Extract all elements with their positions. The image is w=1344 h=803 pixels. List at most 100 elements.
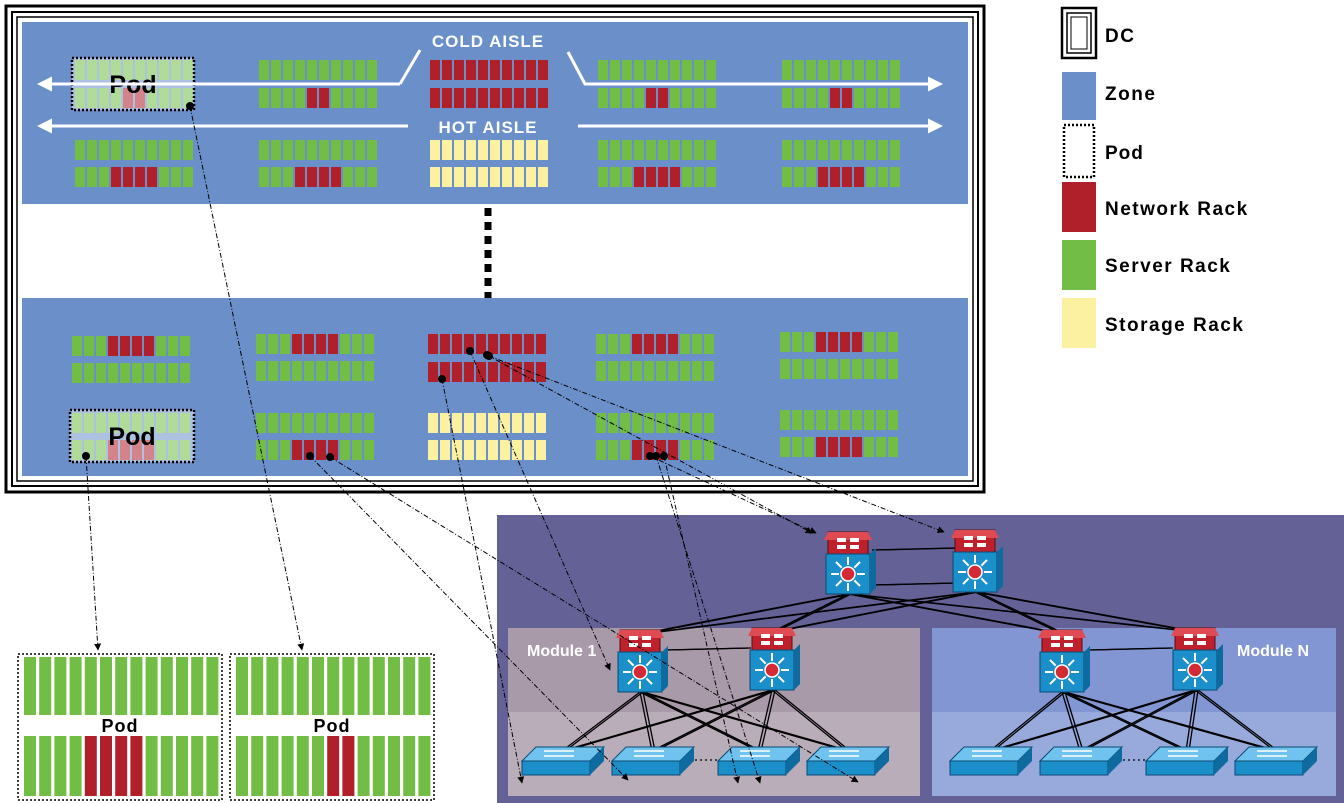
rack (692, 334, 702, 354)
rack (610, 167, 620, 187)
rack (888, 437, 898, 457)
multilayer-switch (616, 629, 668, 693)
rack (888, 410, 898, 430)
rack (418, 736, 431, 796)
rack (538, 167, 548, 187)
rack (536, 362, 546, 382)
rack-row (75, 60, 193, 80)
rack (352, 361, 362, 381)
rack (191, 657, 204, 715)
rack (147, 60, 157, 80)
rack (682, 88, 692, 108)
rack (818, 60, 828, 80)
rack (706, 88, 716, 108)
rack (622, 60, 632, 80)
rack (364, 440, 374, 460)
rack-row (598, 88, 716, 108)
rack (598, 140, 608, 160)
hot-aisle-label: HOT AISLE (438, 118, 537, 137)
rack (256, 361, 266, 381)
rack (692, 440, 702, 460)
rack (816, 437, 826, 457)
rack (806, 60, 816, 80)
rack (454, 88, 464, 108)
rack-row (428, 334, 546, 354)
rack (428, 440, 438, 460)
network-link (1061, 691, 1081, 752)
network-link (989, 689, 1196, 752)
network-link (1079, 689, 1196, 752)
network-link (1064, 691, 1279, 752)
rack-row (256, 334, 374, 354)
rack (304, 361, 314, 381)
rack (357, 657, 370, 715)
rack (646, 140, 656, 160)
network-link (639, 691, 848, 752)
rack (476, 362, 486, 382)
rack (852, 410, 862, 430)
rack (72, 440, 82, 460)
rack (180, 413, 190, 433)
rack (120, 413, 130, 433)
rack (464, 334, 474, 354)
rack (251, 657, 264, 715)
multilayer-switch (951, 529, 1003, 593)
rack (780, 410, 790, 430)
rack (183, 140, 193, 160)
access-switch (948, 746, 1034, 776)
rack (706, 60, 716, 80)
rack (538, 88, 548, 108)
rack (794, 140, 804, 160)
rack (316, 334, 326, 354)
rack (271, 167, 281, 187)
multilayer-switch (748, 627, 800, 691)
rack (319, 60, 329, 80)
rack (236, 657, 248, 715)
rack (135, 88, 145, 108)
rack (280, 440, 290, 460)
rack (159, 140, 169, 160)
rack (780, 332, 790, 352)
rack (682, 60, 692, 80)
access-switch (610, 746, 696, 776)
rack (428, 362, 438, 382)
rack (490, 88, 500, 108)
rack (526, 167, 536, 187)
rack (342, 736, 355, 796)
rack-row (256, 413, 374, 433)
rack (670, 167, 680, 187)
rack (842, 167, 852, 187)
rack (864, 410, 874, 430)
rack (794, 88, 804, 108)
rack (502, 140, 512, 160)
rack (281, 657, 294, 715)
rack (340, 413, 350, 433)
network-link (1082, 689, 1199, 752)
legend: DC Zone Pod Network Rack Server Rack Sto… (1060, 6, 1247, 348)
rack (890, 140, 900, 160)
rack (620, 361, 630, 381)
leader-line (329, 456, 859, 783)
legend-dc-swatch (1060, 6, 1098, 60)
rack (108, 440, 118, 460)
rack (266, 657, 279, 715)
rack (524, 440, 534, 460)
leader-line (663, 455, 741, 784)
rack (864, 359, 874, 379)
rack (75, 140, 85, 160)
network-link (850, 593, 1199, 633)
rack (452, 362, 462, 382)
rack (670, 88, 680, 108)
rack (658, 60, 668, 80)
rack (120, 363, 130, 383)
rack (488, 413, 498, 433)
rack (632, 334, 642, 354)
rack (307, 60, 317, 80)
rack (454, 140, 464, 160)
rack (144, 440, 154, 460)
rack (840, 410, 850, 430)
rack (536, 440, 546, 460)
rack (259, 60, 269, 80)
rack (830, 167, 840, 187)
